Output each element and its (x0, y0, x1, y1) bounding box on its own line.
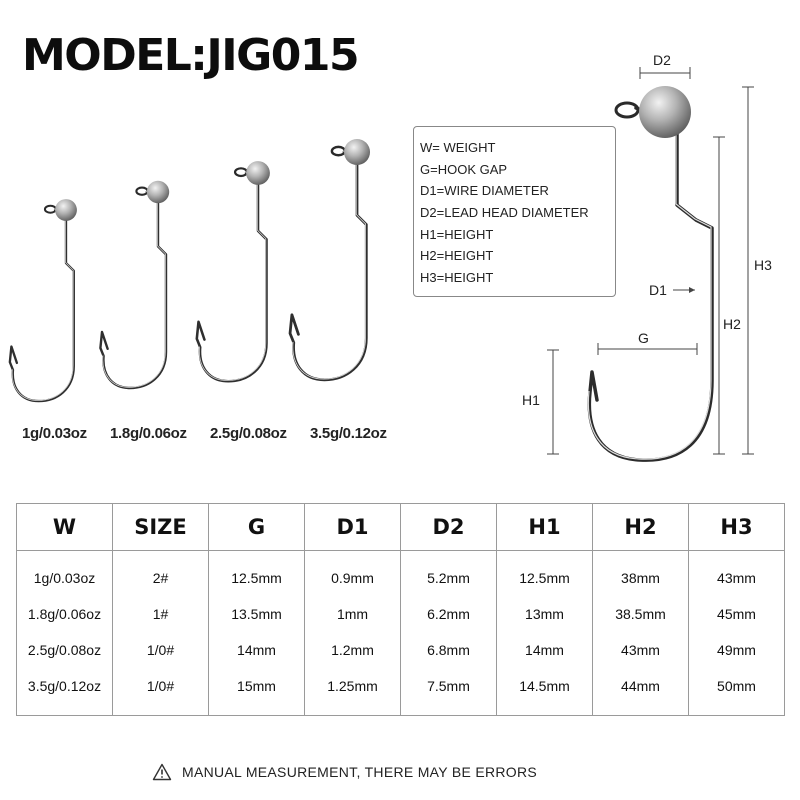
table-cell: 38.5mm (592, 596, 689, 632)
table-cell: 6.2mm (400, 596, 497, 632)
h1-label: H1 (522, 392, 540, 408)
table-cell: 0.9mm (304, 550, 401, 596)
legend-item: H1=HEIGHT (420, 226, 494, 242)
table-cell: 1/0# (112, 668, 209, 716)
table-cell: 44mm (592, 668, 689, 716)
table-row: 2.5g/0.08oz 1/0# 14mm 1.2mm 6.8mm 14mm 4… (16, 632, 785, 668)
column-header: H1 (496, 503, 593, 551)
page-title: MODEL:JIG015 (22, 30, 360, 81)
table-cell: 7.5mm (400, 668, 497, 716)
table-cell: 1.25mm (304, 668, 401, 716)
table-cell: 50mm (688, 668, 785, 716)
table-cell: 49mm (688, 632, 785, 668)
jig-weight-label: 3.5g/0.12oz (310, 425, 387, 442)
column-header: H3 (688, 503, 785, 551)
table-cell: 2.5g/0.08oz (16, 632, 113, 668)
legend-item: W= WEIGHT (420, 140, 496, 155)
d1-label: D1 (649, 282, 667, 298)
column-header: SIZE (112, 503, 209, 551)
table-cell: 2# (112, 550, 209, 596)
column-header: D1 (304, 503, 401, 551)
table-cell: 12.5mm (496, 550, 593, 596)
table-cell: 14.5mm (496, 668, 593, 716)
table-cell: 1g/0.03oz (16, 550, 113, 596)
table-cell: 43mm (592, 632, 689, 668)
g-label: G (638, 330, 649, 346)
warning-text: MANUAL MEASUREMENT, THERE MAY BE ERRORS (182, 764, 538, 780)
table-cell: 43mm (688, 550, 785, 596)
table-cell: 1/0# (112, 632, 209, 668)
table-cell: 1.2mm (304, 632, 401, 668)
jig-hook-1-8g (99, 179, 171, 390)
spec-table: W SIZE G D1 D2 H1 H2 H3 1g/0.03oz 2# 12.… (16, 503, 785, 716)
legend-item: D2=LEAD HEAD DIAMETER (420, 205, 589, 221)
table-row: 3.5g/0.12oz 1/0# 15mm 1.25mm 7.5mm 14.5m… (16, 668, 785, 716)
table-cell: 12.5mm (208, 550, 305, 596)
table-cell: 38mm (592, 550, 689, 596)
table-row: 1.8g/0.06oz 1# 13.5mm 1mm 6.2mm 13mm 38.… (16, 596, 785, 632)
legend-item: G=HOOK GAP (420, 161, 508, 177)
table-cell: 6.8mm (400, 632, 497, 668)
column-header: H2 (592, 503, 689, 551)
h3-label: H3 (754, 257, 772, 273)
jig-hooks-illustration (8, 67, 754, 462)
table-cell: 14mm (496, 632, 593, 668)
table-cell: 13.5mm (208, 596, 305, 632)
table-cell: 15mm (208, 668, 305, 716)
table-cell: 3.5g/0.12oz (16, 668, 113, 716)
table-cell: 14mm (208, 632, 305, 668)
jig-weight-label: 1.8g/0.06oz (110, 425, 187, 442)
h2-label: H2 (723, 316, 741, 332)
jig-hook-1g (8, 197, 79, 403)
column-header: W (16, 503, 113, 551)
measurement-warning: MANUAL MEASUREMENT, THERE MAY BE ERRORS (152, 763, 537, 781)
dimension-legend: W= WEIGHT G=HOOK GAP D1=WIRE DIAMETER D2… (413, 126, 616, 297)
table-cell: 5.2mm (400, 550, 497, 596)
jig-weight-label: 2.5g/0.08oz (210, 425, 287, 442)
legend-item: H3=HEIGHT (420, 270, 494, 286)
legend-item: D1=WIRE DIAMETER (420, 183, 549, 199)
table-cell: 45mm (688, 596, 785, 632)
jig-hook-diagram (587, 86, 714, 462)
jig-hook-3-5g (288, 137, 372, 382)
column-header: D2 (400, 503, 497, 551)
table-header-row: W SIZE G D1 D2 H1 H2 H3 (16, 503, 785, 551)
jig-hook-2-5g (195, 159, 272, 383)
legend-item: H2=HEIGHT (420, 248, 494, 264)
warning-triangle-icon (152, 763, 172, 781)
table-cell: 1mm (304, 596, 401, 632)
table-row: 1g/0.03oz 2# 12.5mm 0.9mm 5.2mm 12.5mm 3… (16, 550, 785, 596)
table-cell: 13mm (496, 596, 593, 632)
column-header: G (208, 503, 305, 551)
d2-label: D2 (653, 52, 671, 68)
table-cell: 1.8g/0.06oz (16, 596, 113, 632)
jig-weight-label: 1g/0.03oz (22, 425, 87, 442)
table-cell: 1# (112, 596, 209, 632)
